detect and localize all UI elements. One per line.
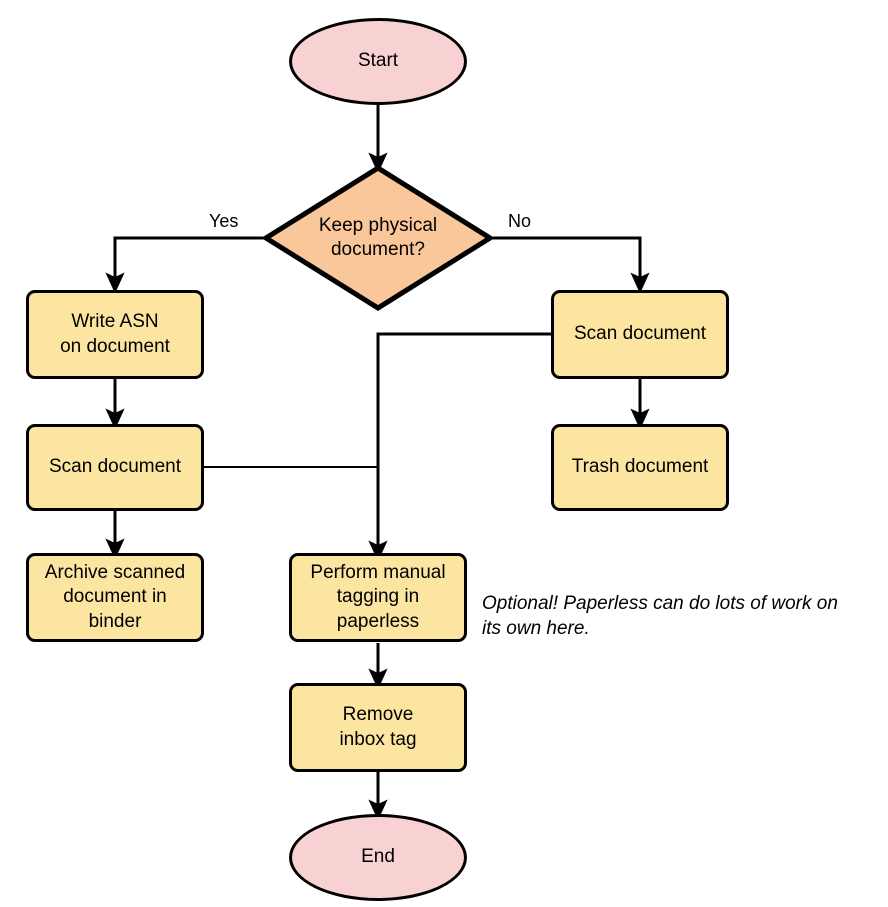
node-scan-document-left[interactable]: Scan document [26,424,204,511]
edge-decision-no-to-scan-right [493,236,650,294]
node-end-label: End [361,846,395,868]
node-perform-manual-tagging[interactable]: Perform manual tagging in paperless [289,553,467,642]
node-remove-inbox-tag[interactable]: Remove inbox tag [289,683,467,772]
node-scan-document-left-label: Scan document [48,456,182,478]
node-archive-scanned-document[interactable]: Archive scanned document in binder [26,553,204,642]
node-trash-document[interactable]: Trash document [551,424,729,511]
annotation-optional-note: Optional! Paperless can do lots of work … [482,593,838,640]
node-scan-document-right[interactable]: Scan document [551,290,729,379]
node-start-label: Start [357,50,399,72]
node-perform-manual-tagging-label: Perform manual tagging in paperless [310,562,446,632]
node-trash-document-label: Trash document [571,456,709,478]
edge-label-no: No [508,211,532,231]
node-scan-document-right-label: Scan document [573,323,707,345]
node-keep-physical-document[interactable]: Keep physical document? [263,165,493,311]
node-end[interactable]: End [289,814,467,901]
node-remove-inbox-tag-label: Remove inbox tag [339,704,417,750]
edge-label-yes: Yes [209,211,239,231]
node-write-asn-on-document[interactable]: Write ASN on document [26,290,204,379]
node-write-asn-on-document-label: Write ASN on document [60,311,170,357]
edge-decision-yes-to-write-asn [105,236,263,294]
node-start[interactable]: Start [289,18,467,105]
node-keep-physical-document-label: Keep physical document? [318,214,438,260]
diamond-shape [263,165,493,311]
edge-scan-right-to-tagging [368,332,551,562]
node-archive-scanned-document-label: Archive scanned document in binder [44,562,186,632]
